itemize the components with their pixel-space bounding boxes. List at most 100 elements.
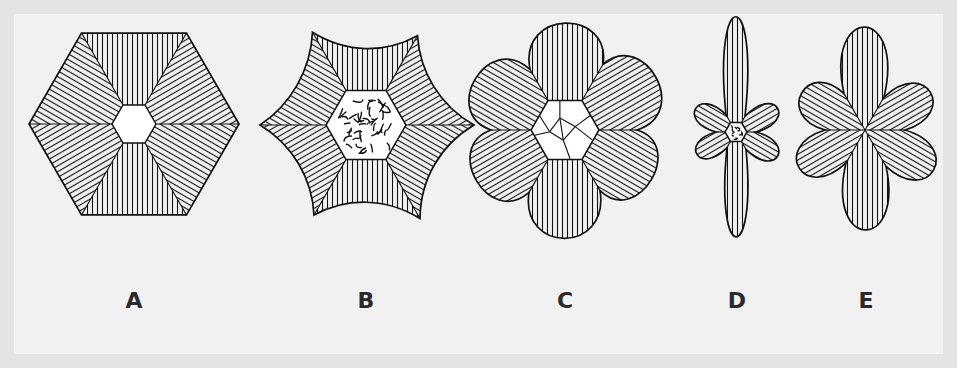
- core-squiggle: [384, 130, 386, 135]
- sector-boundary: [82, 143, 124, 215]
- figure-letter: C: [557, 288, 573, 313]
- outline: [694, 17, 778, 237]
- sector-boundary: [82, 33, 124, 105]
- core-squiggle: [734, 139, 736, 141]
- sector-boundary: [314, 160, 346, 215]
- core-squiggle: [378, 99, 383, 107]
- core-hexagon: [326, 90, 406, 159]
- core-squiggle: [350, 114, 357, 118]
- sector-boundary: [29, 123, 112, 124]
- sector-boundary: [582, 64, 603, 100]
- core-squiggle: [378, 130, 381, 134]
- core-squiggle: [731, 126, 733, 128]
- core-cell-wall: [550, 132, 564, 141]
- hatched-sector: [145, 124, 239, 215]
- core-squiggle: [372, 118, 378, 120]
- core-squiggle: [359, 151, 366, 154]
- core-squiggle: [369, 107, 370, 116]
- hexagon-figure: [694, 17, 778, 237]
- core-squiggle: [345, 122, 350, 124]
- core-squiggle: [374, 124, 376, 131]
- core-squiggle: [360, 148, 366, 153]
- hexagon-figure: [796, 27, 936, 230]
- core-cell-wall: [575, 127, 592, 140]
- core-squiggle: [356, 144, 361, 148]
- hatched-sector: [260, 32, 346, 125]
- hatched-sector: [696, 132, 731, 159]
- core-squiggle: [360, 136, 362, 142]
- sector-boundary: [844, 94, 865, 130]
- core-squiggle: [381, 124, 383, 132]
- core-squiggle: [371, 144, 373, 152]
- hatched-sector: [742, 104, 779, 132]
- core-hexagon: [112, 105, 156, 143]
- sector-boundary: [491, 129, 531, 130]
- sector-boundary: [846, 130, 865, 163]
- core-squiggle: [387, 107, 390, 112]
- core-squiggle: [354, 119, 358, 122]
- core-cell-wall: [539, 115, 550, 132]
- core-squiggle: [369, 99, 376, 101]
- sector-boundary: [865, 130, 886, 166]
- outline: [796, 27, 936, 230]
- core-cell-wall: [535, 132, 550, 136]
- core-squiggle: [741, 132, 743, 134]
- core-squiggle: [358, 114, 361, 122]
- sector-boundary: [582, 159, 600, 190]
- figure-letter: E: [858, 288, 873, 313]
- figure-letter: A: [125, 288, 142, 313]
- core-squiggle: [387, 124, 391, 130]
- core-cell-wall: [563, 140, 570, 159]
- hexagon-figure: [260, 32, 474, 218]
- core-cell-wall: [550, 118, 560, 132]
- figure-letter: D: [728, 288, 746, 313]
- core-squiggle: [372, 132, 377, 136]
- core-hexagon: [725, 123, 747, 142]
- sector-boundary: [156, 123, 239, 124]
- panel: [14, 14, 943, 354]
- core-squiggle: [339, 109, 343, 118]
- sector-boundary: [386, 36, 418, 91]
- core-squiggle: [368, 101, 373, 109]
- core-squiggle: [344, 136, 351, 141]
- core-squiggle: [735, 127, 736, 128]
- hexagon-figure: [469, 23, 662, 238]
- core-squiggle: [349, 130, 350, 136]
- sector-boundary: [530, 69, 548, 100]
- hatched-sector: [469, 59, 548, 130]
- core-squiggle: [738, 130, 740, 131]
- core-cell-wall: [560, 118, 563, 140]
- core-squiggle: [382, 112, 384, 119]
- core-cell-wall: [563, 127, 575, 141]
- outline: [29, 33, 239, 215]
- sector-boundary: [145, 143, 187, 215]
- core-cell-wall: [575, 115, 590, 126]
- core-hexagon: [531, 101, 599, 160]
- sector-boundary: [529, 159, 548, 192]
- core-cell-wall: [559, 101, 560, 118]
- core-squiggle: [740, 134, 742, 136]
- core-squiggle: [387, 143, 389, 150]
- sector-boundary: [865, 129, 905, 130]
- core-cell-wall: [560, 118, 575, 127]
- core-squiggle: [737, 127, 739, 128]
- core-squiggle: [359, 124, 365, 125]
- core-squiggle: [353, 100, 363, 102]
- figure-letter: B: [358, 288, 375, 313]
- core-squiggle: [733, 132, 735, 134]
- outline: [260, 32, 474, 218]
- sector-boundary: [260, 124, 326, 125]
- sector-boundary: [865, 97, 884, 130]
- sector-boundary: [599, 129, 637, 130]
- hatched-sector: [865, 130, 936, 180]
- core-squiggle: [353, 138, 359, 139]
- sector-boundary: [825, 129, 865, 130]
- hatched-sector: [29, 33, 123, 124]
- sector-boundary: [145, 33, 187, 105]
- hexagon-figure: [29, 33, 239, 215]
- sector-boundary: [406, 124, 474, 125]
- outline: [469, 23, 662, 238]
- core-squiggle: [342, 117, 348, 120]
- core-squiggle: [732, 129, 734, 131]
